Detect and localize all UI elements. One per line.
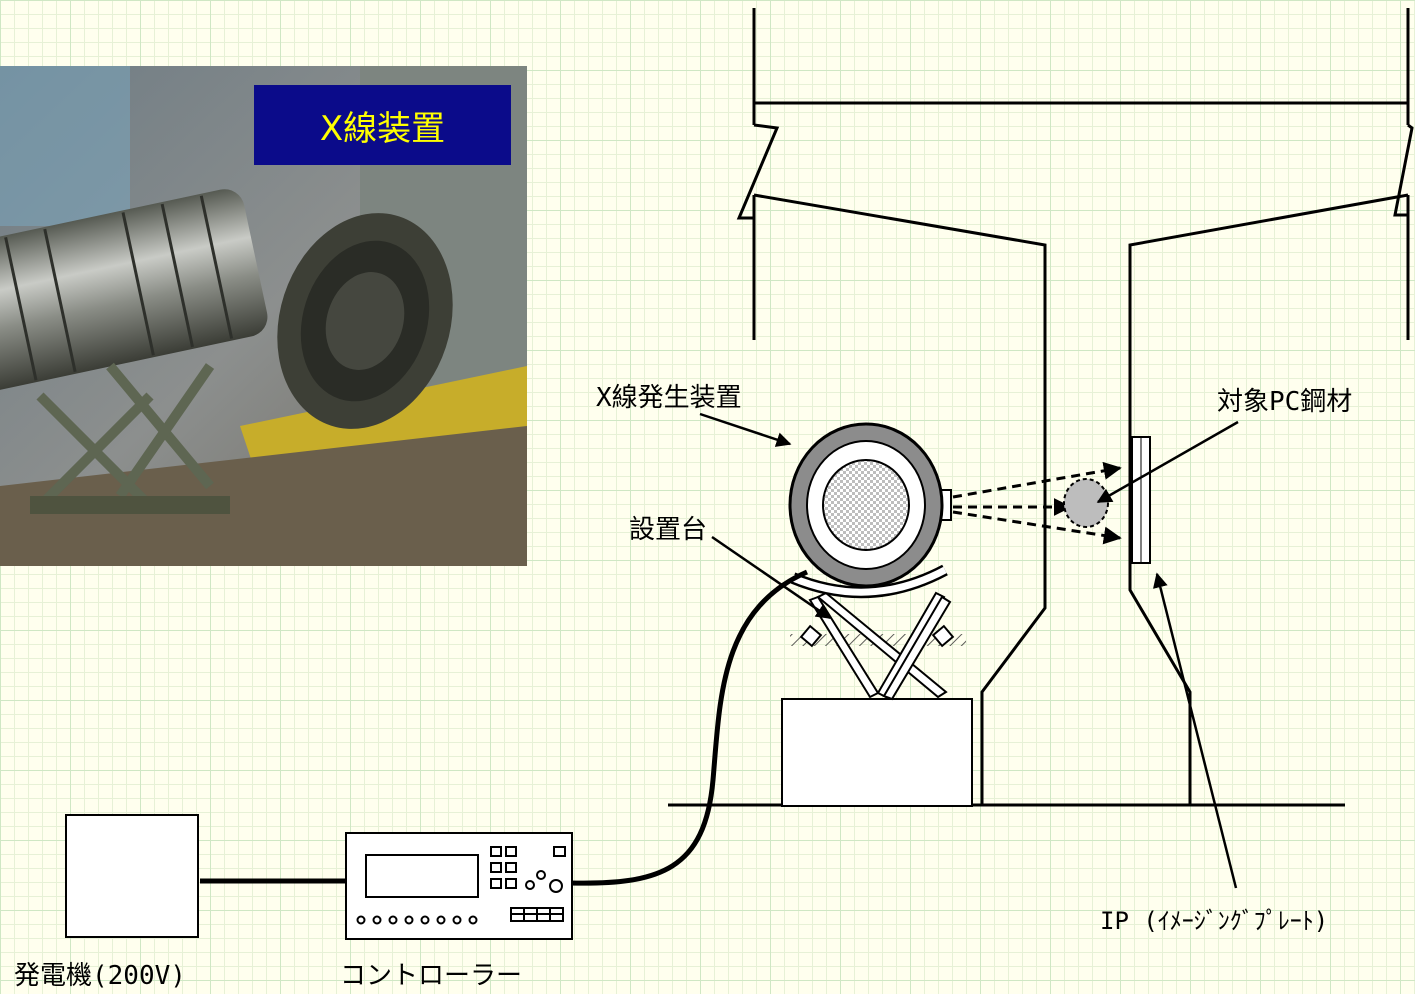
scissor-stand	[799, 591, 955, 701]
xray-beams	[952, 461, 1122, 545]
controller-unit	[345, 832, 573, 940]
generator-box	[65, 814, 199, 938]
power-cable	[569, 569, 809, 886]
generator-label: 発電機(200V)	[14, 961, 186, 991]
xray-generator-label: X線発生装置	[596, 383, 742, 413]
stand-label: 設置台	[629, 515, 708, 545]
xray-device-photo: X線装置	[0, 66, 527, 566]
target-pc-steel-label: 対象PC鋼材	[1217, 387, 1353, 417]
photo-title: X線装置	[254, 85, 511, 165]
xray-generator-unit	[788, 422, 952, 588]
pedestal-box	[781, 698, 973, 807]
leader-arrows	[699, 412, 1239, 889]
target-steel	[1063, 478, 1109, 528]
imaging-plate-label: IP (ｲﾒｰｼﾞﾝｸﾞﾌﾟﾚｰﾄ)	[1100, 907, 1329, 935]
controller-label: コントローラー	[340, 961, 523, 991]
bridge-structure	[668, 8, 1414, 807]
